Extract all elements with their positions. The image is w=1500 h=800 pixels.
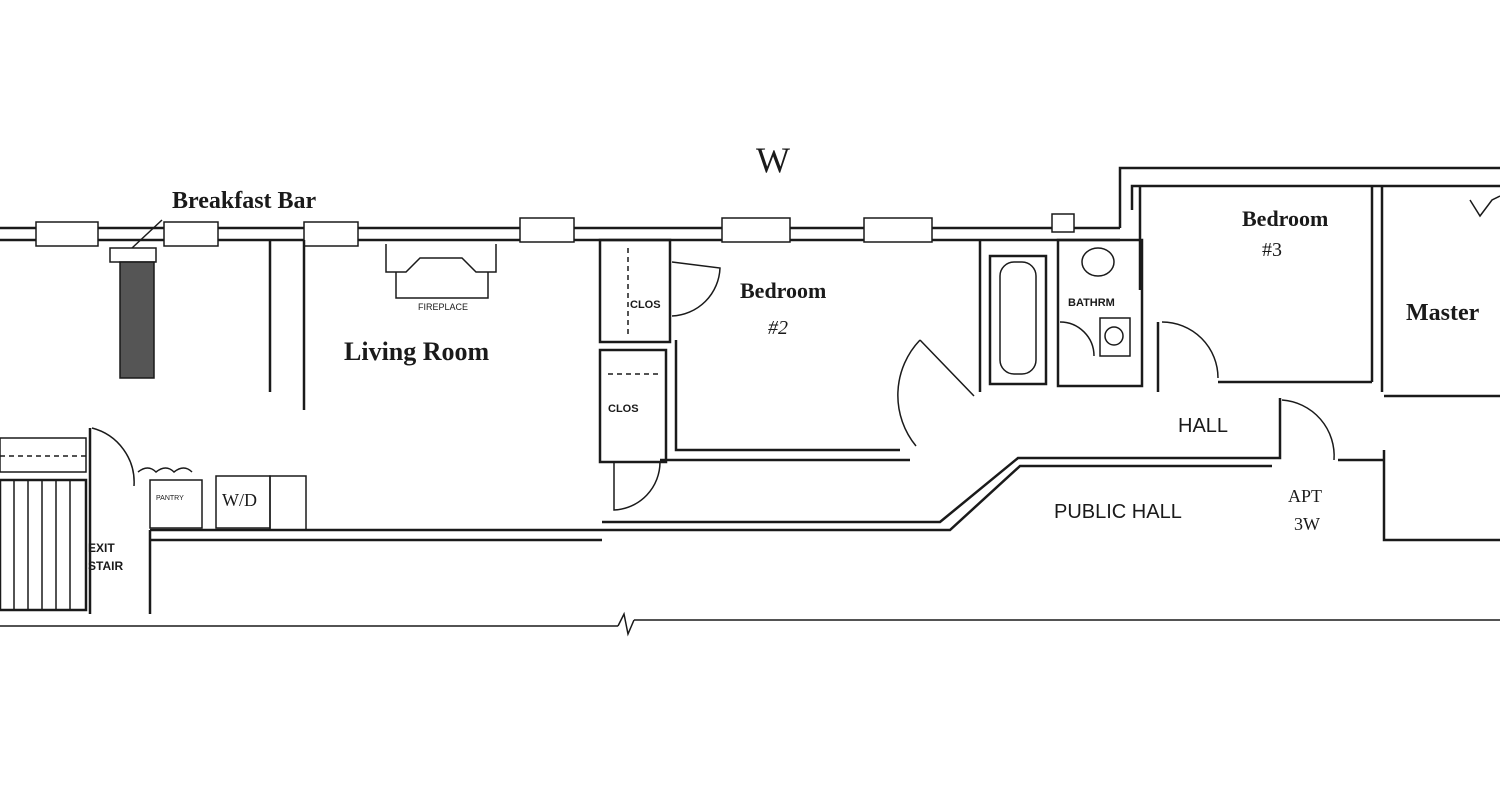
hall-walls bbox=[300, 398, 1500, 542]
window bbox=[863, 217, 933, 243]
exit-label: EXIT bbox=[88, 541, 115, 555]
bedroom-3-label: Bedroom bbox=[1242, 206, 1328, 231]
closet-lower-label: CLOS bbox=[608, 403, 639, 415]
window bbox=[163, 221, 219, 247]
window bbox=[1051, 213, 1075, 233]
wd-label: W/D bbox=[222, 490, 257, 510]
master-bedroom bbox=[1384, 195, 1500, 398]
master-label: Master bbox=[1406, 300, 1480, 326]
fireplace bbox=[385, 244, 497, 299]
window bbox=[303, 221, 359, 247]
closet-lower bbox=[598, 348, 668, 511]
living-room-label: Living Room bbox=[344, 337, 490, 366]
window bbox=[35, 221, 99, 247]
exterior-wall-right-wing bbox=[1118, 166, 1500, 290]
pantry-label: PANTRY bbox=[156, 495, 184, 502]
exit-stair bbox=[0, 427, 152, 614]
bathroom bbox=[988, 238, 1144, 388]
bedroom-3-number: #3 bbox=[1262, 239, 1282, 261]
breakfast-bar bbox=[109, 219, 163, 379]
window bbox=[721, 217, 791, 243]
bedroom-3 bbox=[1156, 186, 1384, 392]
lower-boundary bbox=[0, 611, 1500, 637]
stair-label: STAIR bbox=[88, 559, 123, 573]
apt-number-label: 3W bbox=[1294, 514, 1320, 534]
hall-label: HALL bbox=[1178, 415, 1228, 437]
public-hall-label: PUBLIC HALL bbox=[1054, 501, 1182, 523]
compass-label: W bbox=[756, 140, 790, 180]
bedroom-2 bbox=[660, 240, 982, 462]
utility-area bbox=[137, 467, 602, 542]
window bbox=[519, 217, 575, 243]
closet-upper-label: CLOS bbox=[630, 299, 661, 311]
breakfast-bar-label: Breakfast Bar bbox=[172, 188, 317, 214]
bedroom-2-label: Bedroom bbox=[740, 278, 826, 303]
bathroom-label: BATHRM bbox=[1068, 297, 1115, 309]
apt-label: APT bbox=[1288, 486, 1322, 506]
exterior-wall-top bbox=[0, 213, 1120, 247]
bedroom-2-number: #2 bbox=[768, 317, 788, 339]
closet-upper bbox=[598, 238, 721, 344]
fireplace-label: FIREPLACE bbox=[418, 302, 468, 312]
